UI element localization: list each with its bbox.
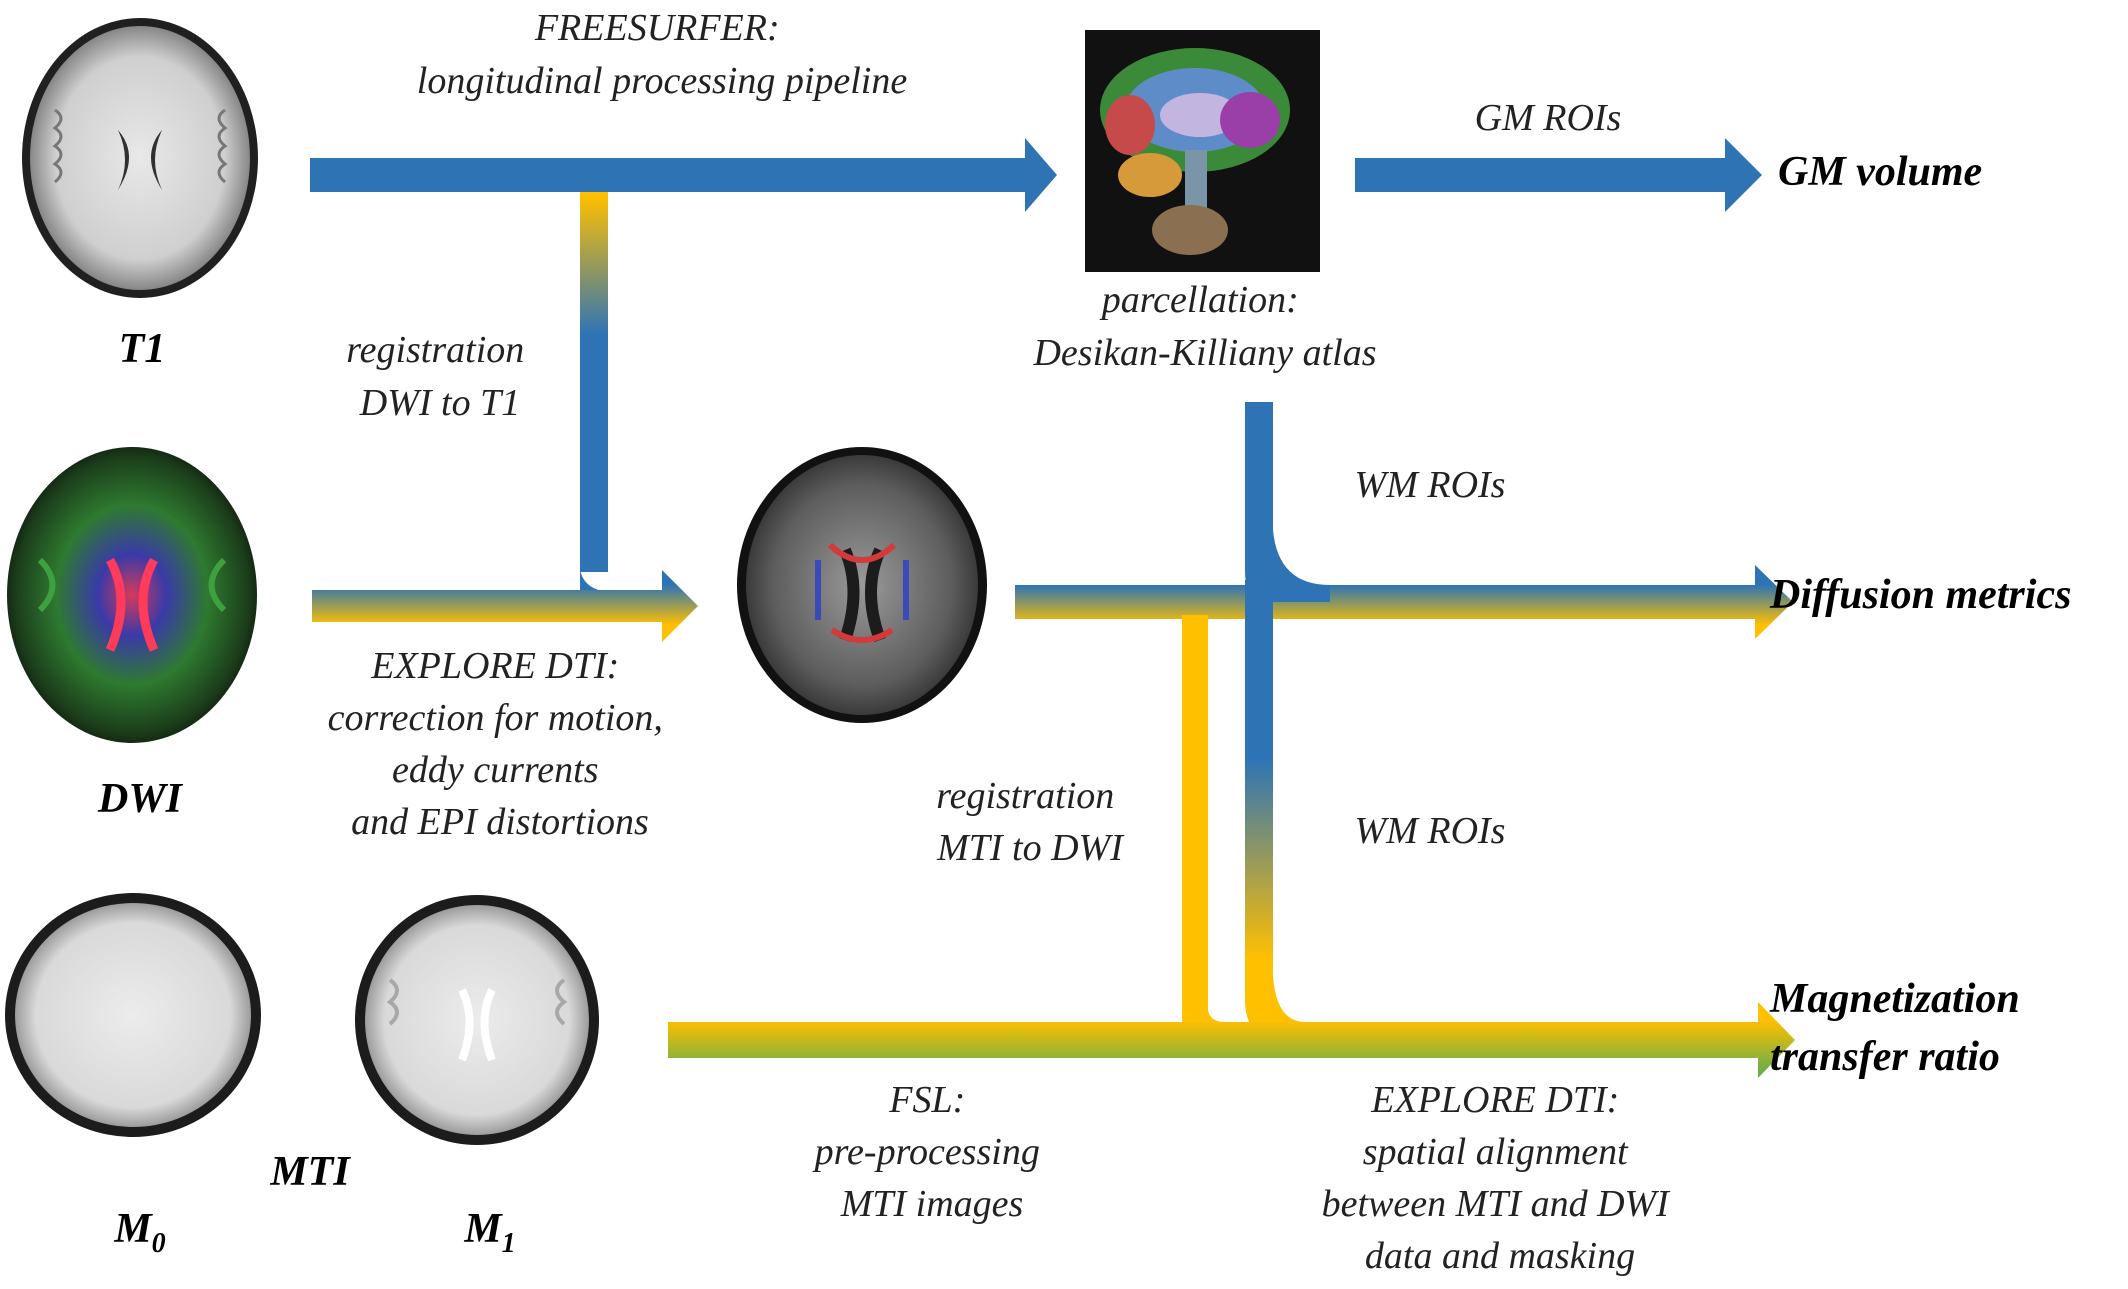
arrow-gm-rois xyxy=(1355,158,1730,192)
label-m1: M1 xyxy=(463,1206,515,1259)
m0-brain-image xyxy=(5,893,261,1137)
label-dwi: DWI xyxy=(97,776,184,822)
label-mti: MTI xyxy=(269,1149,351,1195)
label-wm-rois-2: WM ROIs xyxy=(1355,810,1506,852)
dwi-t1-overlay-image xyxy=(737,447,987,723)
arrow-wm-rois-1 xyxy=(1245,402,1273,532)
t1-brain-image xyxy=(22,18,258,298)
arrowhead-dwi-to-overlay xyxy=(662,570,698,642)
arrowhead-diffusion-metrics xyxy=(1755,565,1793,639)
output-diffusion-metrics: Diffusion metrics xyxy=(1769,572,2071,618)
output-mtr: Magnetization transfer ratio xyxy=(1769,976,2030,1080)
arrow-registration-mti-dwi xyxy=(1182,615,1208,1015)
sagittal-parcellation-image xyxy=(1085,30,1320,272)
label-explore-dti-correction: EXPLORE DTI: correction for motion, eddy… xyxy=(328,645,673,843)
label-t1: T1 xyxy=(119,326,166,372)
arrowhead-gm-volume xyxy=(1725,138,1762,212)
label-fsl: FSL: pre-processing MTI images xyxy=(812,1079,1050,1225)
arrow-diffusion-metrics xyxy=(1015,585,1760,619)
label-gm-rois: GM ROIs xyxy=(1475,97,1622,139)
label-m0: M0 xyxy=(113,1206,165,1259)
arrows xyxy=(310,138,1795,1078)
dwi-color-fa-image xyxy=(7,447,257,743)
label-freesurfer: FREESURFER: longitudinal processing pipe… xyxy=(417,7,908,102)
arrowhead-mtr xyxy=(1758,1002,1795,1078)
arrow-wm-rois-2 xyxy=(1245,580,1273,980)
label-registration-mti-dwi: registration MTI to DWI xyxy=(936,775,1125,869)
arrowhead-t1-to-parcellation xyxy=(1025,138,1057,212)
output-gm-volume: GM volume xyxy=(1778,149,1982,195)
m1-brain-image xyxy=(355,895,599,1145)
label-wm-rois-1: WM ROIs xyxy=(1355,464,1506,506)
label-registration-dwi-t1: registration DWI to T1 xyxy=(346,329,534,424)
labels: T1 DWI MTI M0 M1 FREESURFER: longitudina… xyxy=(97,7,2071,1277)
label-parcellation: parcellation: Desikan-Killiany atlas xyxy=(1032,279,1376,374)
arrow-registration-dwi-t1 xyxy=(580,192,608,572)
arrow-mtr xyxy=(668,1022,1763,1058)
arrow-dwi-to-overlay xyxy=(312,590,667,622)
label-explore-dti-alignment: EXPLORE DTI: spatial alignment between M… xyxy=(1322,1079,1679,1277)
arrow-t1-to-parcellation xyxy=(310,158,1030,192)
